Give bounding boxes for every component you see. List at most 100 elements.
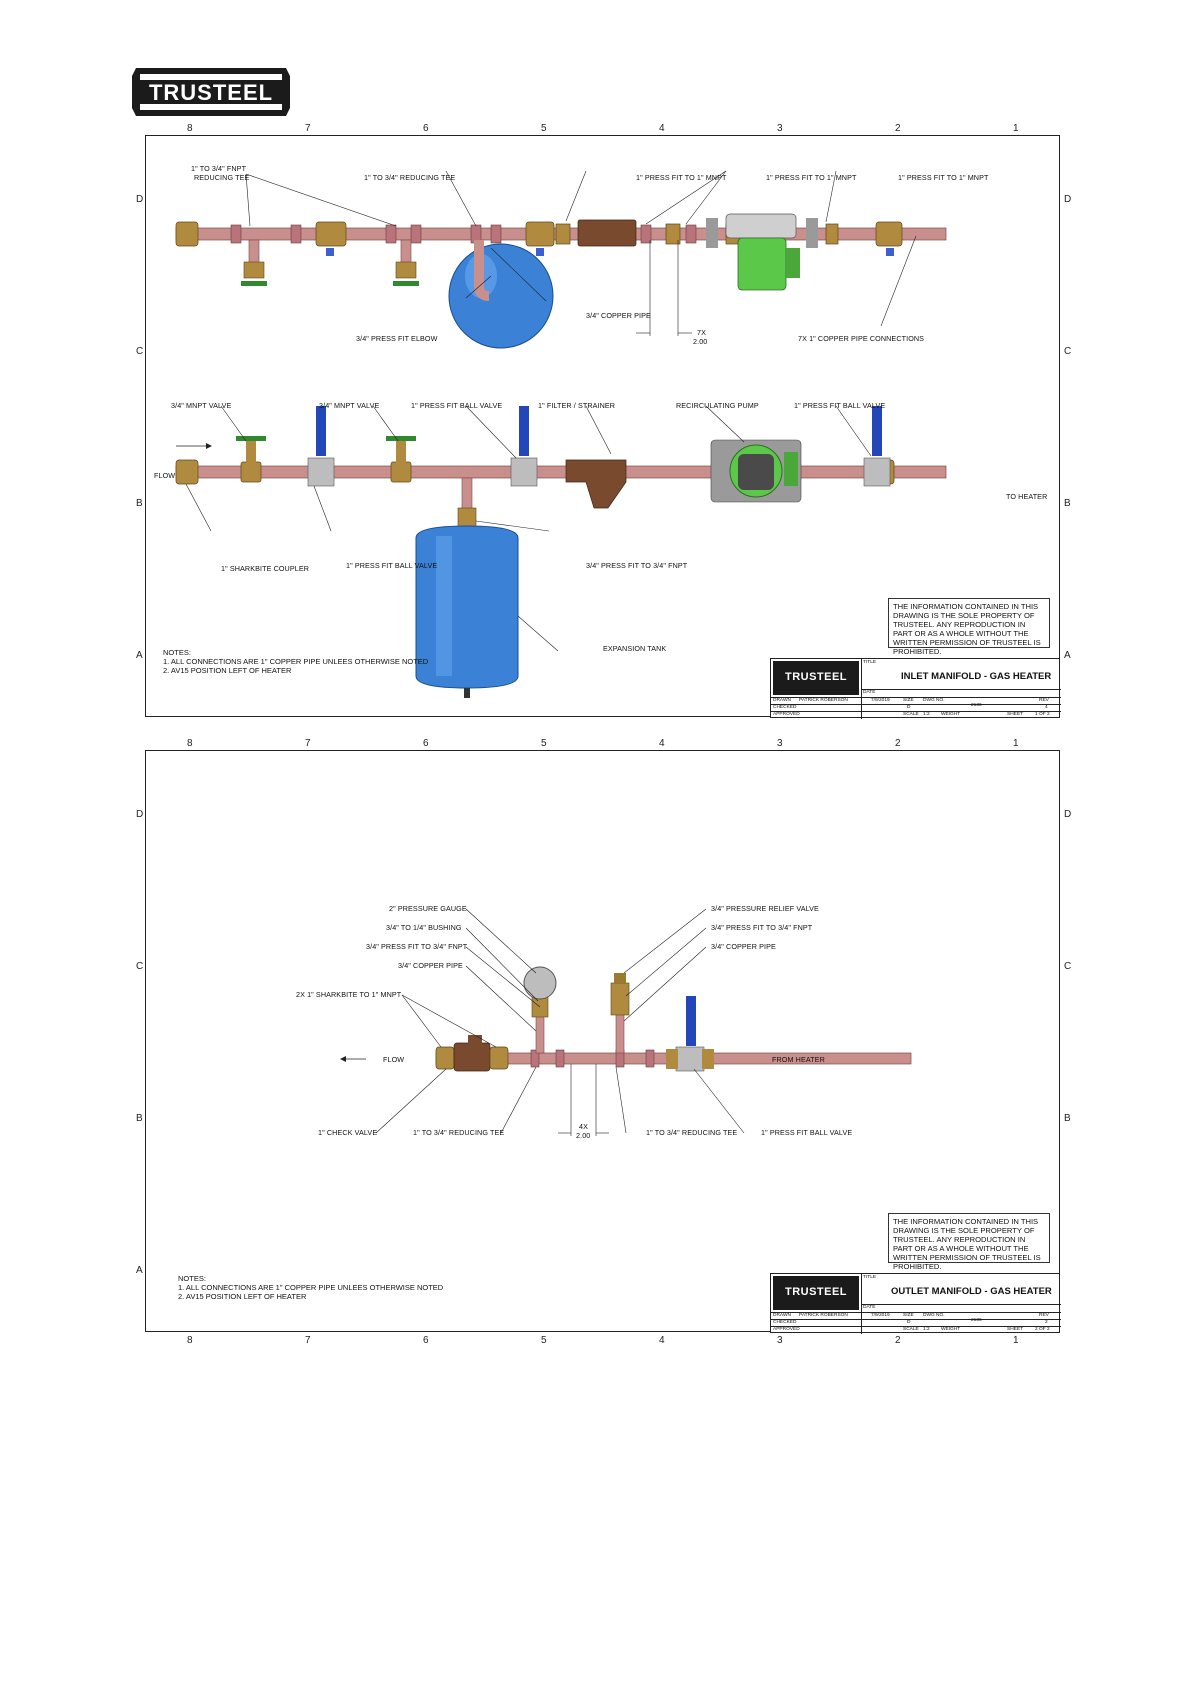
notes-heading: NOTES: (178, 1274, 206, 1283)
label-to-heater: TO HEATER (1006, 492, 1048, 501)
zone-d-left: D (136, 809, 144, 820)
zone-1: 1 (1013, 738, 1019, 749)
title-block-logo-text: TRUSTEEL (784, 1286, 848, 1298)
callout-copper-pipe: 3/4" COPPER PIPE (398, 961, 463, 970)
zone-2: 2 (895, 738, 901, 749)
scale-value: 1:2 (923, 1327, 930, 1332)
note-1: 1. ALL CONNECTIONS ARE 1" COPPER PIPE UN… (163, 657, 429, 666)
zone-6-bottom: 6 (423, 1335, 429, 1346)
zone-c-left: C (136, 346, 144, 357)
title-block-logo: TRUSTEEL (773, 661, 859, 695)
callout-reducing-tee: 1" TO 3/4" REDUCING TEE (364, 173, 456, 182)
dwg-label: DWG NO. (923, 1313, 945, 1318)
zone-3: 3 (777, 738, 783, 749)
title-block-logo: TRUSTEEL (773, 1276, 859, 1310)
callout-mnpt-valve-a: 3/4" MNPT VALVE (171, 401, 232, 410)
callout-filter: 1" FILTER / STRAINER (538, 401, 616, 410)
zone-7: 7 (305, 738, 311, 749)
title-block: TRUSTEEL TITLE INLET MANIFOLD - GAS HEAT… (770, 658, 1061, 719)
callout-press-fit-fnpt: 3/4" PRESS FIT TO 3/4" FNPT (366, 942, 468, 951)
callout-sharkbite: 1" SHARKBITE COUPLER (221, 564, 310, 573)
dwg-label: DWG NO. (923, 698, 945, 703)
callout-check-valve: 1" CHECK VALVE (318, 1128, 378, 1137)
callout-bushing: 3/4" TO 1/4" BUSHING (386, 923, 462, 932)
inlet-drawing (175, 170, 947, 698)
scale-label: SCALE (903, 712, 919, 717)
callout-relief-valve: 3/4" PRESSURE RELIEF VALVE (711, 904, 819, 913)
zone-4: 4 (659, 738, 665, 749)
size-value: D (907, 1320, 911, 1325)
zone-4-bottom: 4 (659, 1335, 665, 1346)
dwg-value: 2136 (971, 1318, 982, 1323)
date-label: DATE (863, 690, 876, 695)
note-2: 2. AV15 POSITION LEFT OF HEATER (163, 666, 292, 675)
zone-7: 7 (305, 123, 311, 134)
checked-label: CHECKED (773, 1320, 797, 1325)
dim-value: 2.00 (693, 337, 708, 346)
drawing-title: INLET MANIFOLD - GAS HEATER (901, 671, 1052, 682)
zone-c-right: C (1064, 346, 1072, 357)
callout-press-fit-fnpt: 3/4" PRESS FIT TO 3/4" FNPT (586, 561, 688, 570)
zone-5: 5 (541, 738, 547, 749)
rev-label: REV (1039, 698, 1049, 703)
notes-heading: NOTES: (163, 648, 191, 657)
note-2: 2. AV15 POSITION LEFT OF HEATER (178, 1292, 307, 1301)
zone-4: 4 (659, 123, 665, 134)
zone-b-left: B (136, 1113, 143, 1124)
callout-press-fit-mnpt-c: 1" PRESS FIT TO 1" MNPT (898, 173, 989, 182)
zone-2-bottom: 2 (895, 1335, 901, 1346)
zone-7-bottom: 7 (305, 1335, 311, 1346)
note-1: 1. ALL CONNECTIONS ARE 1" COPPER PIPE UN… (178, 1283, 444, 1292)
weight-label: WEIGHT (941, 712, 961, 717)
rev-label: REV (1039, 1313, 1049, 1318)
logo-text: TRUSTEEL (149, 80, 273, 105)
zone-6: 6 (423, 738, 429, 749)
zone-a-right: A (1064, 650, 1071, 661)
zone-a-left: A (136, 1265, 143, 1276)
proprietary-notice: THE INFORMATION CONTAINED IN THIS DRAWIN… (888, 1213, 1050, 1271)
callout-ball-valve-c: 1" PRESS FIT BALL VALVE (346, 561, 438, 570)
sheet-label: SHEET (1007, 1327, 1023, 1332)
dim-value: 2.00 (576, 1131, 591, 1140)
date-label: DATE (863, 1305, 876, 1310)
drawn-label: DRAWN (773, 1313, 791, 1318)
callout-copper-connections: 7X 1" COPPER PIPE CONNECTIONS (798, 334, 925, 343)
title-label: TITLE (863, 1275, 877, 1280)
zone-a-left: A (136, 650, 143, 661)
zone-c-left: C (136, 961, 144, 972)
callout-reducing-tee-fnpt-2: REDUCING TEE (194, 173, 250, 182)
zone-5: 5 (541, 123, 547, 134)
drawn-by: PATRICK ROBERSON (799, 698, 848, 703)
scale-label: SCALE (903, 1327, 919, 1332)
zone-8: 8 (187, 738, 193, 749)
zone-6: 6 (423, 123, 429, 134)
zone-5-bottom: 5 (541, 1335, 547, 1346)
title-block-logo-text: TRUSTEEL (784, 671, 848, 683)
callout-press-fit-mnpt-a: 1" PRESS FIT TO 1" MNPT (636, 173, 727, 182)
size-label: SIZE (903, 698, 914, 703)
label-flow: FLOW (383, 1055, 405, 1064)
callout-reducing-tee-fnpt: 1" TO 3/4" FNPT (191, 164, 247, 173)
proprietary-notice: THE INFORMATION CONTAINED IN THIS DRAWIN… (888, 598, 1050, 656)
zone-1-bottom: 1 (1013, 1335, 1019, 1346)
sheet-value: 2 OF 2 (1035, 1327, 1050, 1332)
zone-d-right: D (1064, 194, 1072, 205)
zone-b-right: B (1064, 1113, 1071, 1124)
callout-ball-valve: 1" PRESS FIT BALL VALVE (761, 1128, 853, 1137)
sheet-label: SHEET (1007, 712, 1023, 717)
zone-2: 2 (895, 123, 901, 134)
callout-ball-valve-b: 1" PRESS FIT BALL VALVE (794, 401, 886, 410)
label-flow: FLOW (154, 471, 176, 480)
callout-expansion-tank: EXPANSION TANK (603, 644, 667, 653)
dwg-value: 2136 (971, 703, 982, 708)
drawn-label: DRAWN (773, 698, 791, 703)
zone-8-bottom: 8 (187, 1335, 193, 1346)
callout-press-fit-elbow: 3/4" PRESS FIT ELBOW (356, 334, 438, 343)
notes: NOTES: 1. ALL CONNECTIONS ARE 1" COPPER … (178, 1274, 443, 1301)
drawn-date: 7/9/2019 (871, 1313, 890, 1318)
zone-d-right: D (1064, 809, 1072, 820)
dim-count: 7X (697, 328, 706, 337)
approved-label: APPROVED (773, 712, 800, 717)
dim-count: 4X (579, 1122, 588, 1131)
callout-reducing-tee-a: 1" TO 3/4" REDUCING TEE (413, 1128, 505, 1137)
